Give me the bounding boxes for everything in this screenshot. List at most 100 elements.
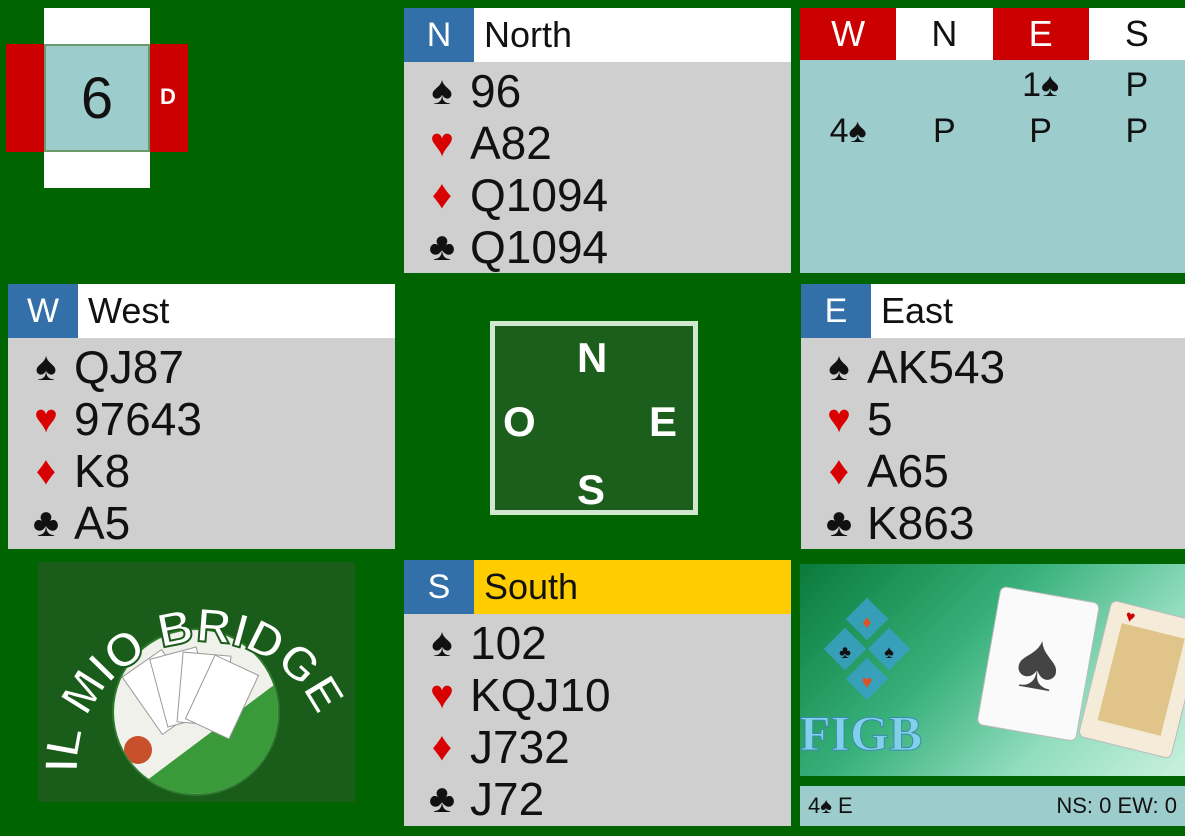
seat-badge: N bbox=[404, 8, 474, 62]
seat-badge: W bbox=[8, 284, 78, 338]
auction-row: 4♠ P P P bbox=[800, 108, 1185, 154]
hearts-row: ♥KQJ10 bbox=[418, 668, 611, 722]
hand-north-header: N North bbox=[404, 8, 791, 62]
clubs-row: ♣A5 bbox=[22, 496, 130, 550]
auction-header-e: E bbox=[993, 8, 1089, 60]
diamonds-cards: K8 bbox=[74, 444, 130, 498]
diamonds-cards: A65 bbox=[867, 444, 949, 498]
status-bar: 4♠ E NS: 0 EW: 0 bbox=[800, 786, 1185, 826]
figb-banner: ♦ ♣ ♠ ♥ FIGB ♠ ♥ bbox=[800, 564, 1185, 776]
spades-cards: 102 bbox=[470, 616, 547, 670]
compass-north: N bbox=[577, 334, 607, 382]
spades-row: ♠96 bbox=[418, 64, 521, 118]
hand-south: S South ♠102 ♥KQJ10 ♦J732 ♣J72 bbox=[404, 560, 791, 826]
hand-south-header: S South bbox=[404, 560, 791, 614]
hand-east: E East ♠AK543 ♥5 ♦A65 ♣K863 bbox=[801, 284, 1185, 549]
diamonds-row: ♦K8 bbox=[22, 444, 130, 498]
heart-icon: ♥ bbox=[862, 672, 873, 692]
bid-cell bbox=[800, 62, 896, 108]
hearts-row: ♥97643 bbox=[22, 392, 202, 446]
hand-west: W West ♠QJ87 ♥97643 ♦K8 ♣A5 bbox=[8, 284, 395, 549]
bid-cell: P bbox=[993, 108, 1089, 154]
seat-badge: S bbox=[404, 560, 474, 614]
clubs-cards: K863 bbox=[867, 496, 974, 550]
auction-row: 1♠ P bbox=[800, 62, 1185, 108]
spade-icon: ♠ bbox=[22, 345, 70, 390]
hand-east-header: E East bbox=[801, 284, 1185, 338]
spades-cards: AK543 bbox=[867, 340, 1005, 394]
player-name: West bbox=[78, 284, 395, 338]
heart-icon: ♦ bbox=[862, 612, 871, 632]
clubs-row: ♣K863 bbox=[815, 496, 974, 550]
hand-north: N North ♠96 ♥A82 ♦Q1094 ♣Q1094 bbox=[404, 8, 791, 273]
heart-icon: ♥ bbox=[22, 397, 70, 442]
auction-header: W N E S bbox=[800, 8, 1185, 60]
compass: N O E S bbox=[490, 321, 698, 515]
compass-south: S bbox=[577, 466, 605, 514]
hearts-cards: KQJ10 bbox=[470, 668, 611, 722]
auction-header-s: S bbox=[1089, 8, 1185, 60]
spade-icon: ♠ bbox=[418, 69, 466, 114]
hearts-cards: 5 bbox=[867, 392, 893, 446]
heart-icon: ♥ bbox=[418, 673, 466, 718]
club-icon: ♣ bbox=[815, 501, 863, 546]
figb-text: FIGB bbox=[800, 705, 922, 761]
clubs-row: ♣J72 bbox=[418, 772, 544, 826]
heart-icon: ♥ bbox=[418, 121, 466, 166]
contract-label: 4♠ E bbox=[808, 793, 853, 819]
spade-icon: ♠ bbox=[815, 345, 863, 390]
diamonds-row: ♦J732 bbox=[418, 720, 570, 774]
auction-table: W N E S 1♠ P 4♠ P P P bbox=[800, 8, 1185, 273]
player-name: South bbox=[474, 560, 791, 614]
auction-header-n: N bbox=[896, 8, 992, 60]
diamonds-cards: Q1094 bbox=[470, 168, 608, 222]
spades-row: ♠AK543 bbox=[815, 340, 1005, 394]
heart-icon: ♥ bbox=[815, 397, 863, 442]
diamond-icon: ♦ bbox=[418, 725, 466, 770]
auction-header-w: W bbox=[800, 8, 896, 60]
spade-icon: ♠ bbox=[884, 642, 894, 662]
hearts-cards: 97643 bbox=[74, 392, 202, 446]
bid-cell: P bbox=[896, 108, 992, 154]
bid-cell: P bbox=[1089, 62, 1185, 108]
score-label: NS: 0 EW: 0 bbox=[1056, 793, 1177, 819]
il-mio-bridge-logo: IL MIO BRIDGE bbox=[38, 562, 355, 802]
board-number: 6 bbox=[44, 44, 150, 152]
figb-graphic: ♦ ♣ ♠ ♥ FIGB ♠ ♥ bbox=[800, 564, 1185, 776]
club-icon: ♣ bbox=[418, 225, 466, 270]
player-name: East bbox=[871, 284, 1185, 338]
diamond-icon: ♦ bbox=[418, 173, 466, 218]
spades-cards: QJ87 bbox=[74, 340, 184, 394]
player-name: North bbox=[474, 8, 791, 62]
vul-north bbox=[44, 8, 150, 44]
clubs-cards: J72 bbox=[470, 772, 544, 826]
spades-row: ♠102 bbox=[418, 616, 547, 670]
vul-east: D bbox=[150, 44, 188, 152]
bid-cell: 4♠ bbox=[800, 108, 896, 154]
clubs-row: ♣Q1094 bbox=[418, 220, 608, 274]
vul-south bbox=[44, 152, 150, 188]
clubs-cards: Q1094 bbox=[470, 220, 608, 274]
diamonds-row: ♦Q1094 bbox=[418, 168, 608, 222]
diamonds-cards: J732 bbox=[470, 720, 570, 774]
spades-row: ♠QJ87 bbox=[22, 340, 184, 394]
clubs-cards: A5 bbox=[74, 496, 130, 550]
hearts-row: ♥A82 bbox=[418, 116, 552, 170]
spade-icon: ♠ bbox=[418, 621, 466, 666]
hearts-cards: A82 bbox=[470, 116, 552, 170]
diamonds-row: ♦A65 bbox=[815, 444, 949, 498]
club-icon: ♣ bbox=[22, 501, 70, 546]
bid-cell bbox=[896, 62, 992, 108]
bid-cell: 1♠ bbox=[993, 62, 1089, 108]
diamond-icon: ♦ bbox=[815, 449, 863, 494]
dealer-mark: D bbox=[160, 84, 176, 110]
logo-graphic: IL MIO BRIDGE bbox=[38, 562, 355, 802]
hearts-row: ♥5 bbox=[815, 392, 893, 446]
compass-west: O bbox=[503, 398, 536, 446]
board-indicator: D 6 bbox=[6, 8, 188, 188]
club-icon: ♣ bbox=[418, 777, 466, 822]
diamond-icon: ♦ bbox=[22, 449, 70, 494]
hand-west-header: W West bbox=[8, 284, 395, 338]
spades-cards: 96 bbox=[470, 64, 521, 118]
seat-badge: E bbox=[801, 284, 871, 338]
